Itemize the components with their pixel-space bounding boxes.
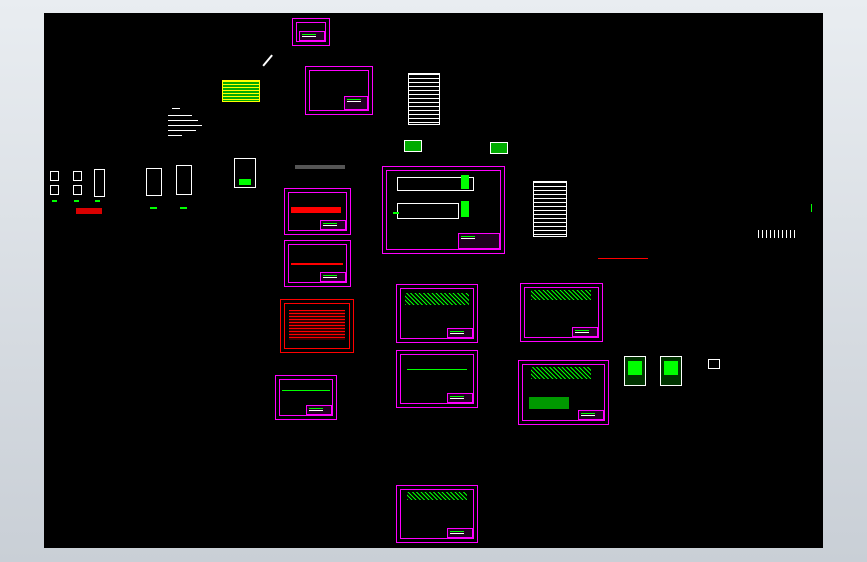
sheet-right-2[interactable] <box>518 360 609 425</box>
parts-list-table-2 <box>533 181 567 237</box>
small-sheet-left[interactable] <box>234 158 256 188</box>
sheet-small-green-1[interactable] <box>624 356 646 386</box>
sheet-red-2[interactable] <box>284 240 351 287</box>
sheet-top-small[interactable] <box>292 18 330 46</box>
sheet-mid-2[interactable] <box>396 350 478 408</box>
sheet-bottom[interactable] <box>396 485 478 543</box>
section-bar <box>295 165 345 169</box>
sheet-red-1[interactable] <box>284 188 351 235</box>
sheet-red-3[interactable] <box>280 299 354 353</box>
cad-model-space[interactable] <box>44 13 823 548</box>
text-marks-right <box>758 230 798 238</box>
sheet-small-green-2[interactable] <box>660 356 682 386</box>
green-block-2 <box>490 142 508 154</box>
diagonal-mark <box>262 54 284 76</box>
small-mark-far-right <box>708 359 720 369</box>
sheet-mid-1[interactable] <box>396 284 478 343</box>
sheet-right-1[interactable] <box>520 283 603 342</box>
sheet-main-assembly[interactable] <box>382 166 505 254</box>
sheet-upper-center[interactable] <box>305 66 373 115</box>
green-tick-right <box>811 204 812 212</box>
green-block-1 <box>404 140 422 152</box>
red-dimension-line <box>598 258 648 259</box>
parts-list-table-1 <box>408 73 440 125</box>
sheet-lower-left[interactable] <box>275 375 337 420</box>
